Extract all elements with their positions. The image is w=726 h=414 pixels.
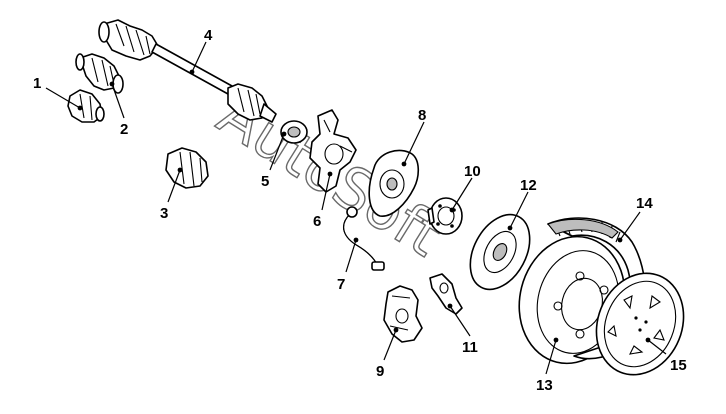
part-tire xyxy=(547,217,646,360)
part-caliper xyxy=(383,285,423,343)
callout-labels: 1 2 3 4 5 6 7 8 9 10 11 12 13 14 15 xyxy=(33,27,687,394)
leader-lines xyxy=(45,41,667,375)
callout-2: 2 xyxy=(120,121,128,138)
part-drive-shaft xyxy=(98,19,277,123)
callout-1: 1 xyxy=(33,75,41,92)
callout-10: 10 xyxy=(464,163,481,180)
callout-15: 15 xyxy=(670,357,687,374)
callout-9: 9 xyxy=(376,363,384,380)
part-brake-hose xyxy=(342,206,385,271)
callout-7: 7 xyxy=(337,276,345,293)
callout-5: 5 xyxy=(261,173,269,190)
part-caliper-bracket xyxy=(429,273,463,315)
callout-13: 13 xyxy=(536,377,553,394)
callout-11: 11 xyxy=(462,339,478,356)
callout-8: 8 xyxy=(418,107,426,124)
part-bearing xyxy=(280,120,308,144)
part-boot-2 xyxy=(75,53,124,94)
callout-12: 12 xyxy=(520,177,537,194)
callout-14: 14 xyxy=(636,195,653,212)
callout-3: 3 xyxy=(160,205,168,222)
part-splash-shield xyxy=(368,149,420,217)
part-brake-disc xyxy=(469,213,531,291)
callout-4: 4 xyxy=(204,27,213,44)
part-boot-3 xyxy=(165,147,209,189)
part-boot-1 xyxy=(67,89,105,123)
part-knuckle xyxy=(309,109,357,193)
part-hubcap xyxy=(595,272,685,376)
callout-6: 6 xyxy=(313,213,321,230)
